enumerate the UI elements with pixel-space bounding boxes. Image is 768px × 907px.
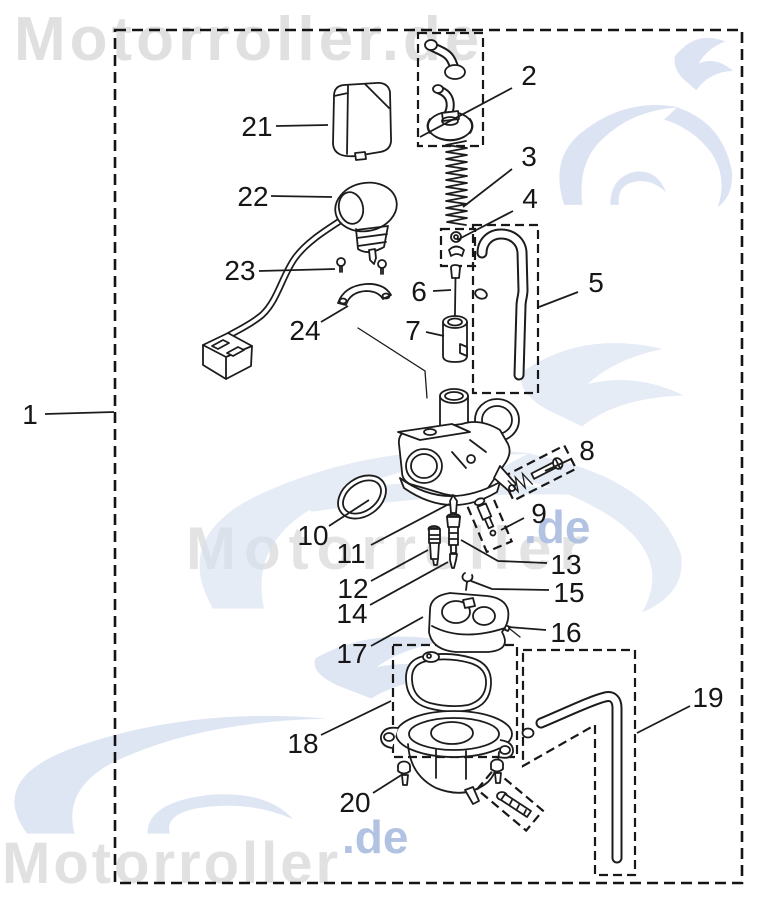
carburetor-body bbox=[397, 388, 520, 506]
leader-line-13 bbox=[460, 539, 548, 564]
leader-line-3 bbox=[462, 168, 513, 208]
leader-line-18 bbox=[320, 700, 392, 736]
watermark-text-top: Motorroller.de bbox=[14, 5, 484, 74]
watermark-text-bottom: Motorroller bbox=[2, 831, 342, 896]
part-5-box bbox=[471, 223, 540, 395]
part-label-12: 12 bbox=[337, 573, 369, 604]
part-13-main-jet bbox=[446, 513, 461, 554]
leader-line-16 bbox=[507, 626, 547, 631]
part-20-bowl-screws bbox=[397, 758, 532, 818]
part-24-bracket bbox=[337, 283, 392, 306]
part-label-23: 23 bbox=[224, 255, 256, 286]
leader-line-2 bbox=[419, 87, 513, 138]
part-21-rubber-cap bbox=[332, 82, 392, 161]
part-label-6: 6 bbox=[411, 276, 427, 307]
leader-line-7 bbox=[425, 331, 445, 337]
part-label-5: 5 bbox=[588, 267, 604, 298]
leader-line-4 bbox=[456, 210, 514, 241]
scooter-logo-watermark-top-right bbox=[559, 37, 733, 208]
assembly-line bbox=[357, 327, 428, 399]
watermark-de-bottom: .de bbox=[342, 811, 409, 863]
part-10-o-ring bbox=[337, 474, 387, 520]
part-label-24: 24 bbox=[289, 315, 321, 346]
watermark-de-middle: .de bbox=[524, 501, 591, 553]
part-18-gasket-and-bowl bbox=[380, 651, 514, 805]
part-17-float bbox=[428, 592, 510, 653]
leader-line-11 bbox=[370, 503, 450, 546]
part-label-19: 19 bbox=[692, 682, 724, 713]
part-label-18: 18 bbox=[287, 728, 319, 759]
part-label-3: 3 bbox=[521, 141, 537, 172]
part-8-screw-spring bbox=[507, 457, 564, 494]
part-label-15: 15 bbox=[553, 577, 585, 608]
part-8-box bbox=[500, 444, 578, 502]
part-23-screws bbox=[336, 257, 387, 275]
leader-line-14 bbox=[369, 561, 449, 606]
part-label-1: 1 bbox=[22, 399, 38, 430]
part-label-16: 16 bbox=[550, 617, 582, 648]
leader-line-21 bbox=[275, 124, 329, 127]
part-label-22: 22 bbox=[237, 181, 269, 212]
leader-line-8 bbox=[544, 458, 572, 472]
leader-line-1 bbox=[44, 411, 115, 415]
part-label-13: 13 bbox=[550, 549, 582, 580]
part-label-7: 7 bbox=[405, 315, 421, 346]
leader-line-19 bbox=[636, 705, 691, 734]
part-15-clip bbox=[461, 572, 474, 591]
part-label-21: 21 bbox=[241, 111, 273, 142]
part-14-pin bbox=[449, 553, 458, 569]
part-11-float-needle bbox=[449, 494, 458, 514]
part-12-pilot-jet bbox=[427, 525, 441, 566]
part-2-fittings bbox=[424, 39, 474, 142]
leader-line-23 bbox=[258, 268, 336, 272]
leader-line-22 bbox=[270, 195, 333, 198]
leader-line-12 bbox=[370, 549, 429, 582]
part-label-2: 2 bbox=[521, 60, 537, 91]
part-label-20: 20 bbox=[339, 787, 371, 818]
leader-line-5 bbox=[538, 291, 579, 308]
part-9-jet-parts bbox=[473, 497, 497, 537]
leader-line-17 bbox=[370, 616, 424, 647]
part-label-11: 11 bbox=[336, 538, 366, 569]
part-19-box bbox=[521, 648, 637, 877]
leader-line-24 bbox=[320, 305, 349, 323]
leader-line-20 bbox=[372, 773, 404, 794]
part-label-4: 4 bbox=[522, 183, 538, 214]
leader-line-10 bbox=[328, 499, 370, 527]
part-6-jet-needle bbox=[450, 264, 461, 319]
part-19-drain-hose bbox=[521, 691, 623, 864]
leader-line-15 bbox=[470, 580, 550, 591]
leader-line-9 bbox=[500, 517, 525, 531]
part-label-9: 9 bbox=[531, 498, 547, 529]
leader-lines bbox=[44, 87, 691, 794]
part-label-10: 10 bbox=[297, 520, 329, 551]
part-7-throttle-slide bbox=[442, 315, 468, 363]
diagram-border bbox=[113, 28, 744, 885]
bowl-screw-box bbox=[475, 767, 545, 833]
part-5-fuel-hose bbox=[474, 228, 529, 381]
leader-line-6 bbox=[432, 289, 452, 292]
part-label-17: 17 bbox=[336, 638, 368, 669]
part-3-spring bbox=[445, 140, 468, 226]
scooter-logo-watermark-bottom-left bbox=[14, 636, 467, 834]
part-9-box bbox=[461, 484, 514, 554]
part-4-needle-clip bbox=[448, 231, 465, 257]
part-22-auto-choke bbox=[202, 181, 398, 380]
part-label-8: 8 bbox=[579, 435, 595, 466]
part-label-14: 14 bbox=[336, 598, 368, 629]
